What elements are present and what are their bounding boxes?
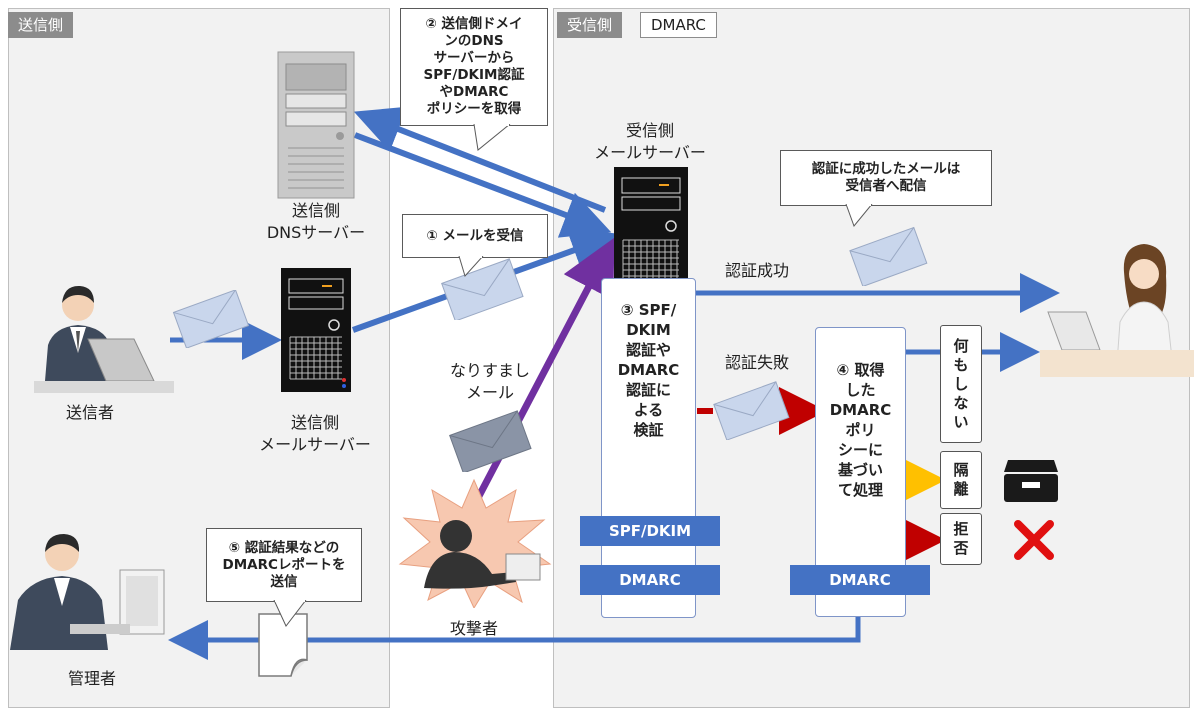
verify-tab-spf-dkim: SPF/DKIM — [580, 516, 720, 546]
callout-step1: ① メールを受信 — [402, 214, 548, 258]
sender-dns-label: 送信側 DNSサーバー — [266, 201, 366, 242]
attacker-label: 攻撃者 — [449, 619, 498, 638]
verify-text: ③ SPF/ DKIM 認証や DMARC 認証に よる 検証 — [617, 301, 680, 439]
action-none: 何 も し な い — [940, 325, 982, 443]
envelope-icon-sender — [172, 290, 250, 348]
sender-mail-server-icon — [281, 268, 351, 392]
auth-fail-label: 認証失敗 — [724, 353, 789, 372]
callout-success-pointer — [845, 204, 873, 227]
envelope-icon-relay — [441, 258, 524, 320]
recipient-person-icon — [1040, 244, 1194, 377]
receiver-dmarc-tag: DMARC — [640, 12, 717, 38]
arrow-dns-query — [353, 106, 612, 238]
sender-person-icon — [34, 285, 174, 393]
policy-text: ④ 取得 した DMARC ポリ シーに 基づい て処理 — [829, 361, 892, 499]
sender-label: 送信者 — [65, 403, 114, 422]
receiver-mail-label: 受信側 メールサーバー — [594, 121, 706, 162]
envelope-icon-success — [849, 226, 928, 286]
action-quarantine: 隔 離 — [940, 451, 982, 509]
callout-step1-pointer — [458, 256, 484, 277]
reject-x-icon — [1014, 520, 1054, 560]
receiver-mail-server-icon — [614, 167, 688, 300]
callout-step2-pointer — [473, 124, 511, 151]
callout-step5: ⑤ 認証結果などの DMARCレポートを 送信 — [206, 528, 362, 602]
sender-side-tag: 送信側 — [8, 12, 74, 38]
admin-label: 管理者 — [67, 669, 116, 688]
report-document-icon — [258, 613, 308, 677]
verify-tab-dmarc: DMARC — [580, 565, 720, 595]
attacker-icon — [398, 478, 552, 608]
action-reject: 拒 否 — [940, 513, 982, 565]
verify-box — [601, 278, 696, 618]
quarantine-cabinet-icon — [1004, 460, 1058, 502]
spoof-mail-label: なりすまし メール — [449, 361, 530, 402]
receiver-side-tag: 受信側 — [557, 12, 623, 38]
policy-tab-dmarc: DMARC — [790, 565, 930, 595]
sender-mail-label: 送信側 メールサーバー — [259, 413, 371, 454]
envelope-icon-spoof — [449, 410, 532, 472]
admin-person-icon — [10, 534, 165, 650]
envelope-icon-fail — [713, 381, 790, 440]
callout-success-note: 認証に成功したメールは 受信者へ配信 — [780, 150, 992, 206]
callout-step5-pointer — [273, 600, 307, 627]
auth-success-label: 認証成功 — [724, 261, 789, 280]
dns-server-icon — [277, 51, 355, 199]
callout-step2: ② 送信側ドメイ ンのDNS サーバーから SPF/DKIM認証 やDMARC … — [400, 8, 548, 126]
